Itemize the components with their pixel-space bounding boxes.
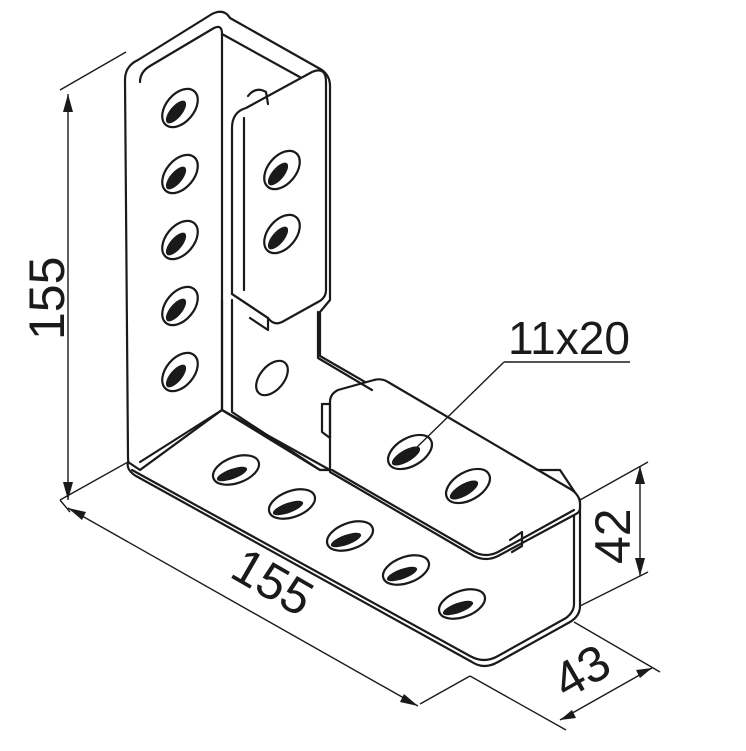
slot [437, 588, 487, 620]
slot [267, 488, 317, 520]
base-plate-slots [211, 454, 487, 620]
slot-callout: 11x20 [411, 312, 630, 453]
slot [161, 219, 199, 261]
slot [211, 454, 261, 486]
slot [161, 87, 199, 129]
slot [444, 467, 492, 505]
dimension-height-label: 155 [19, 257, 75, 340]
dimension-height: 155 [19, 51, 129, 501]
slot [263, 213, 301, 255]
slot [161, 285, 199, 327]
slot [255, 359, 289, 397]
slot-callout-label: 11x20 [508, 312, 630, 364]
vertical-plate-slots [161, 87, 199, 393]
dimension-flange-width-label: 43 [544, 633, 620, 709]
slot [325, 520, 375, 552]
slot [381, 554, 431, 586]
dimension-flange-height-label: 42 [585, 508, 641, 564]
right-flange-slots [386, 433, 492, 505]
slot [161, 351, 199, 393]
side-flange-slots [255, 149, 301, 397]
slot [161, 153, 199, 195]
dimension-flange-height: 42 [579, 461, 649, 607]
slot [263, 149, 301, 191]
right-flange [316, 310, 582, 561]
